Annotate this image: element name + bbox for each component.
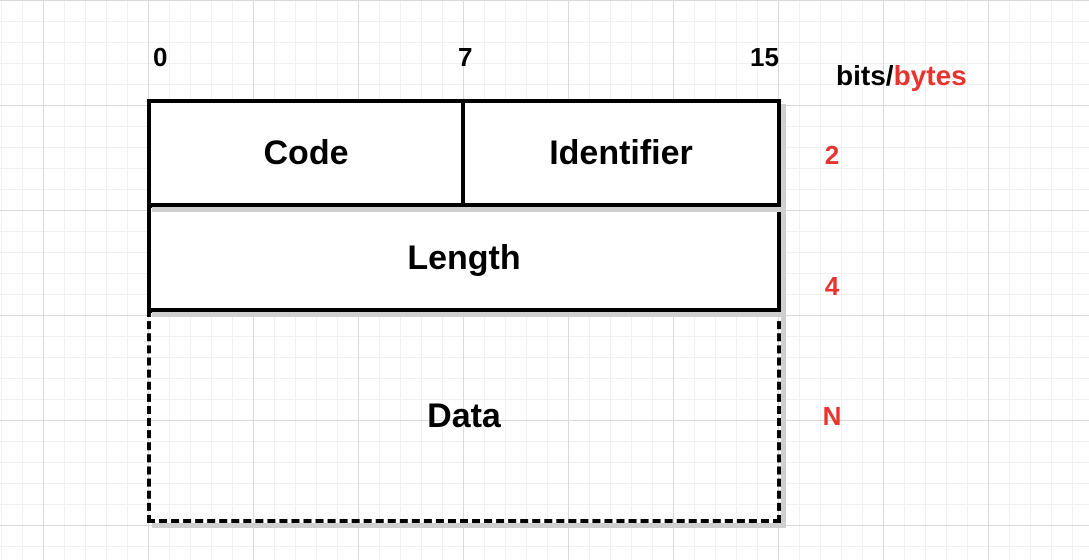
length-field: Length xyxy=(147,204,781,312)
identifier-field-label: Identifier xyxy=(549,133,693,172)
byte-size-4: 4 xyxy=(824,271,840,301)
bit-marker-0: 0 xyxy=(153,42,168,72)
bit-marker-15: 15 xyxy=(750,42,779,72)
identifier-field: Identifier xyxy=(461,99,781,207)
units-bits: bits xyxy=(836,60,886,91)
data-field: Data xyxy=(147,309,781,523)
code-field-label: Code xyxy=(263,133,349,172)
bit-marker-7: 7 xyxy=(458,42,473,72)
data-field-label: Data xyxy=(427,396,501,435)
byte-size-n: N xyxy=(822,401,842,431)
units-bytes: bytes xyxy=(893,60,967,91)
length-field-label: Length xyxy=(407,238,521,277)
units-separator: / xyxy=(885,60,894,91)
units-label: bits/bytes xyxy=(836,60,967,92)
byte-size-2: 2 xyxy=(824,140,840,170)
code-field: Code xyxy=(147,99,465,207)
